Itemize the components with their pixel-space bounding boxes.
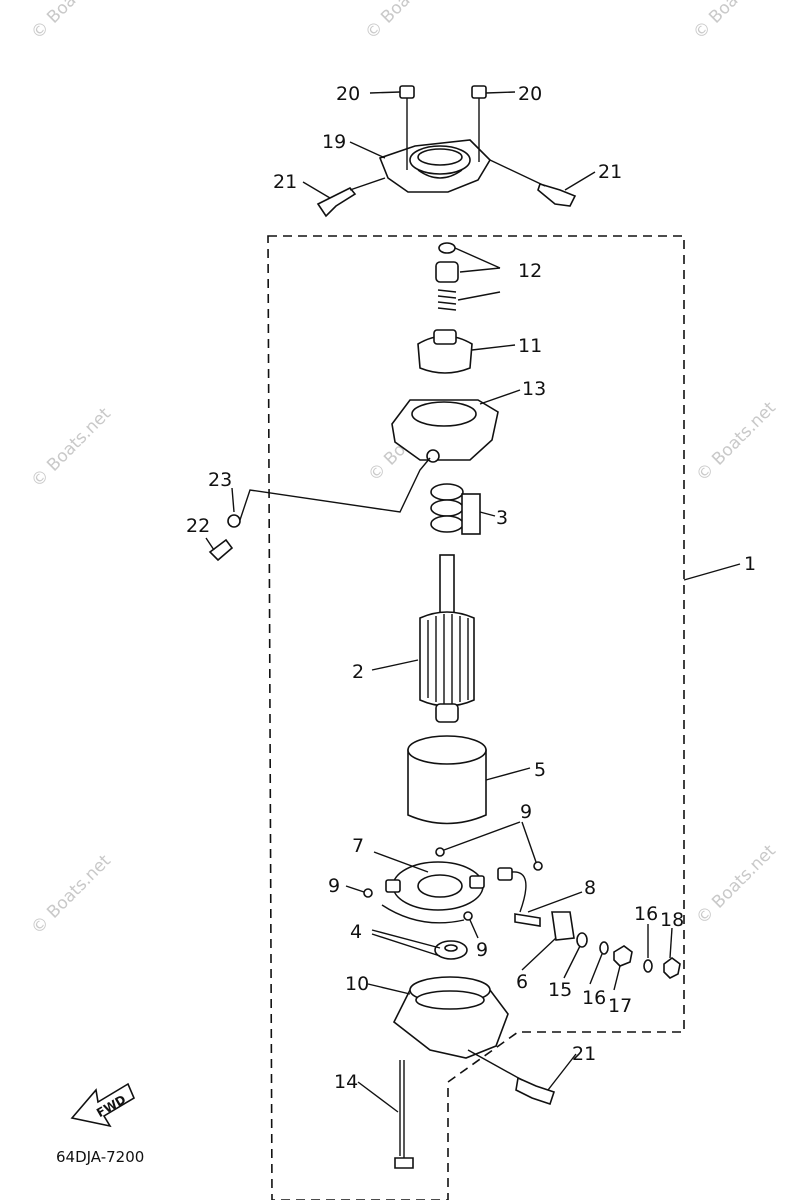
part-7-brush-plate bbox=[381, 861, 527, 924]
watermark-7: © Boats.net bbox=[27, 851, 115, 939]
part-23-washer bbox=[227, 514, 241, 528]
callout-1: 1 bbox=[744, 553, 756, 575]
part-9-screw-a bbox=[435, 847, 445, 857]
callout-5: 5 bbox=[534, 759, 546, 781]
callout-21-bottom: 21 bbox=[572, 1043, 596, 1065]
watermark-6: © Boats.net bbox=[692, 398, 780, 486]
callout-22: 22 bbox=[186, 515, 210, 537]
part-9-screw-b bbox=[533, 861, 543, 871]
part-4-bushing bbox=[434, 940, 468, 960]
watermark-4: © Boats.net bbox=[27, 404, 115, 492]
callout-12: 12 bbox=[518, 260, 542, 282]
callout-10: 10 bbox=[345, 973, 369, 995]
callout-18: 18 bbox=[660, 909, 684, 931]
lead-wire bbox=[239, 457, 431, 521]
callout-11: 11 bbox=[518, 335, 542, 357]
callout-17: 17 bbox=[608, 995, 632, 1017]
part-16-washer-a bbox=[599, 941, 609, 955]
callout-8: 8 bbox=[584, 877, 596, 899]
callout-7: 7 bbox=[352, 835, 364, 857]
part-17-nut bbox=[613, 945, 633, 967]
callout-21-top-left: 21 bbox=[273, 171, 297, 193]
callout-13: 13 bbox=[522, 378, 546, 400]
callout-16-right: 16 bbox=[634, 903, 658, 925]
part-18-nut bbox=[663, 957, 681, 979]
callout-20-right: 20 bbox=[518, 83, 542, 105]
part-9-screw-d bbox=[463, 911, 473, 921]
part-5-yoke bbox=[407, 735, 487, 825]
watermark-3: © Boats.net bbox=[689, 0, 777, 44]
callout-16-left: 16 bbox=[582, 987, 606, 1009]
part-22-screw bbox=[208, 538, 234, 562]
callout-3: 3 bbox=[496, 507, 508, 529]
fwd-arrow-icon: FWD bbox=[70, 1082, 136, 1128]
part-14-through-bolt bbox=[394, 1060, 414, 1169]
part-13-housing bbox=[391, 399, 499, 463]
part-20-bolt-right bbox=[471, 85, 487, 162]
watermark-2: © Boats.net bbox=[361, 0, 449, 44]
callout-23: 23 bbox=[208, 469, 232, 491]
assembly-boundary bbox=[267, 235, 685, 1200]
part-11-drive bbox=[417, 329, 473, 374]
part-21-bolt-bottom bbox=[467, 1049, 556, 1106]
part-15-washer bbox=[576, 932, 588, 948]
part-3-brush-assembly bbox=[430, 483, 496, 535]
callout-19: 19 bbox=[322, 131, 346, 153]
callout-6: 6 bbox=[516, 971, 528, 993]
part-8-terminal bbox=[514, 913, 541, 927]
part-6-plate bbox=[551, 911, 575, 941]
callout-labels: 20 20 19 21 21 12 11 13 23 22 3 1 2 5 9 … bbox=[186, 83, 756, 1093]
part-12-clip-sleeve-spring bbox=[435, 242, 459, 311]
callout-4: 4 bbox=[350, 921, 362, 943]
callout-2: 2 bbox=[352, 661, 364, 683]
callout-9-left: 9 bbox=[328, 875, 340, 897]
part-19-bracket bbox=[378, 139, 492, 193]
part-20-bolt-left bbox=[399, 85, 415, 170]
callout-14: 14 bbox=[334, 1071, 358, 1093]
part-2-armature bbox=[419, 554, 475, 723]
callout-9-top: 9 bbox=[520, 801, 532, 823]
diagram-code: 64DJA-7200 bbox=[56, 1148, 144, 1166]
watermarks: © Boats.net © Boats.net © Boats.net © Bo… bbox=[27, 0, 780, 939]
callout-9-bottom: 9 bbox=[476, 939, 488, 961]
leader-lines bbox=[205, 91, 741, 1113]
callout-21-top-right: 21 bbox=[598, 161, 622, 183]
part-10-bracket bbox=[392, 976, 509, 1059]
callout-20-left: 20 bbox=[336, 83, 360, 105]
callout-15: 15 bbox=[548, 979, 572, 1001]
part-21-bolt-top-right bbox=[489, 159, 577, 207]
part-16-washer-b bbox=[643, 959, 653, 973]
part-9-screw-c bbox=[363, 888, 373, 898]
watermark-1: © Boats.net bbox=[27, 0, 115, 44]
watermark-8: © Boats.net bbox=[692, 841, 780, 929]
